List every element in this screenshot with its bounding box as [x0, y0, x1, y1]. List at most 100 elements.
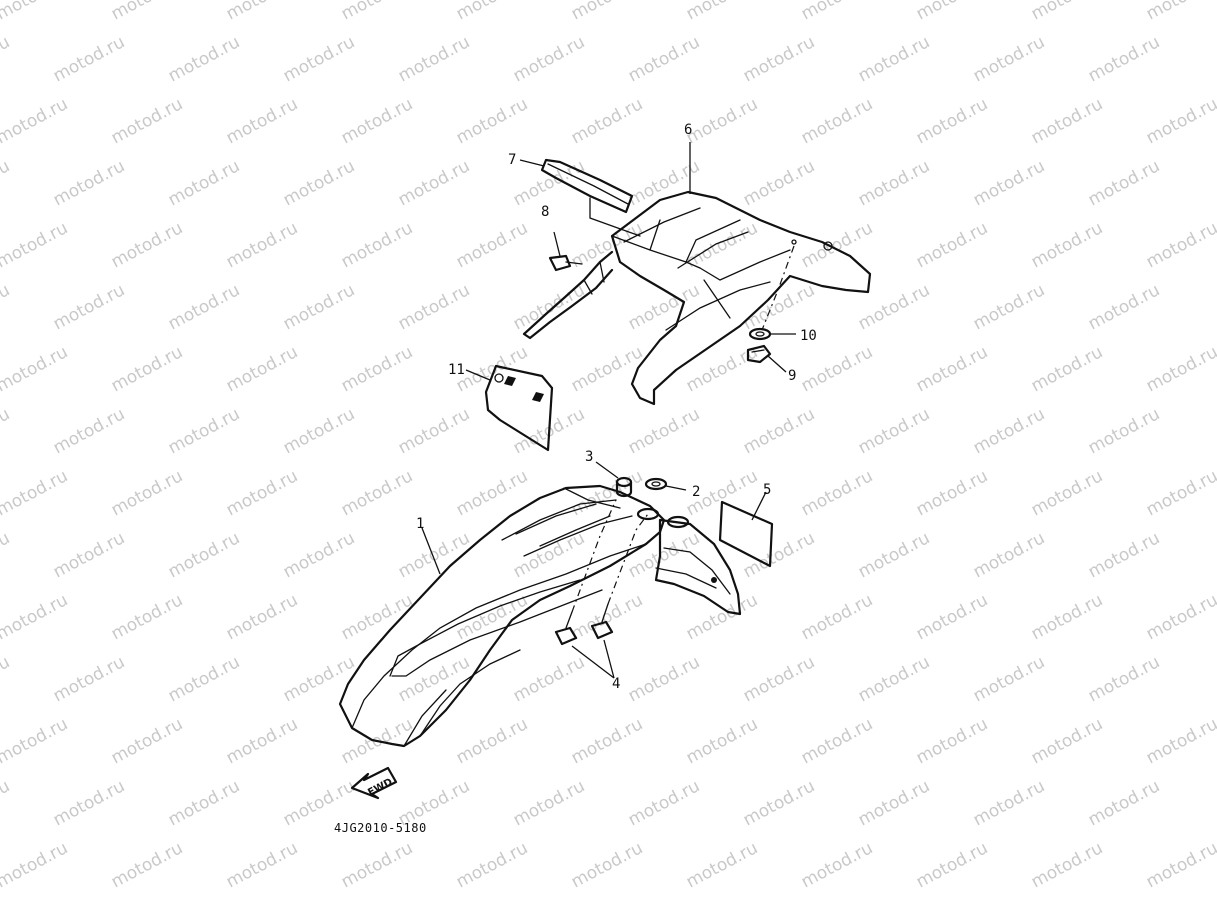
- rear-fender[interactable]: [522, 190, 872, 406]
- watermark-text: motod.ru: [568, 94, 646, 148]
- watermark-text: motod.ru: [683, 0, 761, 24]
- watermark-text: motod.ru: [1143, 218, 1217, 272]
- watermark-text: motod.ru: [108, 838, 186, 892]
- watermark-text: motod.ru: [913, 218, 991, 272]
- watermark-text: motod.ru: [108, 590, 186, 644]
- watermark-text: motod.ru: [1085, 280, 1163, 334]
- watermark-text: motod.ru: [970, 156, 1048, 210]
- watermark-text: motod.ru: [50, 156, 128, 210]
- watermark-text: motod.ru: [970, 652, 1048, 706]
- watermark-text: motod.ru: [913, 466, 991, 520]
- watermark-text: motod.ru: [1028, 94, 1106, 148]
- number-plate-11[interactable]: [484, 364, 554, 452]
- watermark-text: motod.ru: [50, 404, 128, 458]
- watermark-text: motod.ru: [223, 218, 301, 272]
- watermark-text: motod.ru: [338, 94, 416, 148]
- watermark-text: motod.ru: [1085, 404, 1163, 458]
- callout-8: 8: [541, 204, 549, 220]
- watermark-text: motod.ru: [798, 342, 876, 396]
- watermark-text: motod.ru: [683, 94, 761, 148]
- watermark-text: motod.ru: [50, 776, 128, 830]
- watermark-text: motod.ru: [798, 94, 876, 148]
- watermark-text: motod.ru: [568, 714, 646, 768]
- watermark-layer: motod.ru motod.ru motod.ru motod.ru motod.ru…: [0, 0, 1217, 892]
- watermark-text: motod.ru: [0, 528, 13, 582]
- watermark-text: motod.ru: [280, 32, 358, 86]
- watermark-text: motod.ru: [625, 32, 703, 86]
- watermark-text: motod.ru: [0, 32, 13, 86]
- watermark-text: motod.ru: [740, 156, 818, 210]
- collar-3[interactable]: [615, 476, 633, 498]
- watermark-text: motod.ru: [453, 218, 531, 272]
- callouts: 1 2 3 4 5 6 7 8 9 10 11: [416, 122, 817, 692]
- watermark-text: motod.ru: [280, 404, 358, 458]
- watermark-text: motod.ru: [108, 218, 186, 272]
- watermark-text: motod.ru: [625, 652, 703, 706]
- watermark-text: motod.ru: [280, 280, 358, 334]
- bolt-8[interactable]: [548, 231, 583, 272]
- washer-10[interactable]: [748, 327, 772, 341]
- watermark-text: motod.ru: [338, 590, 416, 644]
- watermark-text: motod.ru: [970, 32, 1048, 86]
- watermark-text: motod.ru: [683, 218, 761, 272]
- watermark-text: motod.ru: [165, 528, 243, 582]
- callout-11: 11: [448, 362, 465, 378]
- watermark-text: motod.ru: [855, 776, 933, 830]
- watermark-text: motod.ru: [1085, 652, 1163, 706]
- watermark-text: motod.ru: [1085, 528, 1163, 582]
- watermark-text: motod.ru: [625, 528, 703, 582]
- watermark-text: motod.ru: [798, 714, 876, 768]
- watermark-text: motod.ru: [338, 838, 416, 892]
- watermark-text: motod.ru: [740, 652, 818, 706]
- watermark-text: motod.ru: [855, 528, 933, 582]
- watermark-text: motod.ru: [1085, 776, 1163, 830]
- watermark-text: motod.ru: [223, 342, 301, 396]
- watermark-text: motod.ru: [1028, 714, 1106, 768]
- leader-lines: [421, 142, 796, 679]
- watermark-text: motod.ru: [223, 94, 301, 148]
- watermark-text: motod.ru: [395, 280, 473, 334]
- watermark-text: motod.ru: [108, 342, 186, 396]
- bolt-4[interactable]: [554, 603, 614, 646]
- label-5[interactable]: [718, 500, 774, 568]
- watermark-text: motod.ru: [338, 218, 416, 272]
- watermark-text: motod.ru: [165, 404, 243, 458]
- callout-1: 1: [416, 516, 424, 532]
- callout-9: 9: [788, 368, 796, 384]
- nut-9[interactable]: [746, 344, 772, 364]
- watermark-text: motod.ru: [108, 94, 186, 148]
- watermark-text: motod.ru: [338, 466, 416, 520]
- watermark-text: motod.ru: [0, 342, 71, 396]
- watermark-text: motod.ru: [1085, 156, 1163, 210]
- watermark-text: motod.ru: [683, 714, 761, 768]
- watermark-text: motod.ru: [798, 466, 876, 520]
- watermark-text: motod.ru: [0, 714, 71, 768]
- watermark-text: motod.ru: [338, 0, 416, 24]
- watermark-text: motod.ru: [223, 0, 301, 24]
- callout-5: 5: [763, 482, 771, 498]
- watermark-text: motod.ru: [510, 652, 588, 706]
- callout-4: 4: [612, 676, 620, 692]
- watermark-text: motod.ru: [50, 528, 128, 582]
- washer-2[interactable]: [644, 477, 668, 491]
- front-fender[interactable]: [338, 484, 742, 748]
- pad-7[interactable]: [540, 158, 634, 214]
- watermark-text: motod.ru: [453, 94, 531, 148]
- watermark-text: motod.ru: [453, 0, 531, 24]
- watermark-text: motod.ru: [625, 404, 703, 458]
- watermark-text: motod.ru: [50, 280, 128, 334]
- watermark-text: motod.ru: [740, 32, 818, 86]
- watermark-text: motod.ru: [50, 32, 128, 86]
- watermark-text: motod.ru: [683, 838, 761, 892]
- watermark-text: motod.ru: [510, 32, 588, 86]
- watermark-text: motod.ru: [740, 776, 818, 830]
- watermark-text: motod.ru: [108, 714, 186, 768]
- watermark-text: motod.ru: [165, 32, 243, 86]
- watermark-text: motod.ru: [223, 714, 301, 768]
- watermark-text: motod.ru: [453, 590, 531, 644]
- watermark-text: motod.ru: [913, 94, 991, 148]
- callout-3: 3: [585, 449, 593, 465]
- watermark-text: motod.ru: [453, 466, 531, 520]
- watermark-text: motod.ru: [453, 714, 531, 768]
